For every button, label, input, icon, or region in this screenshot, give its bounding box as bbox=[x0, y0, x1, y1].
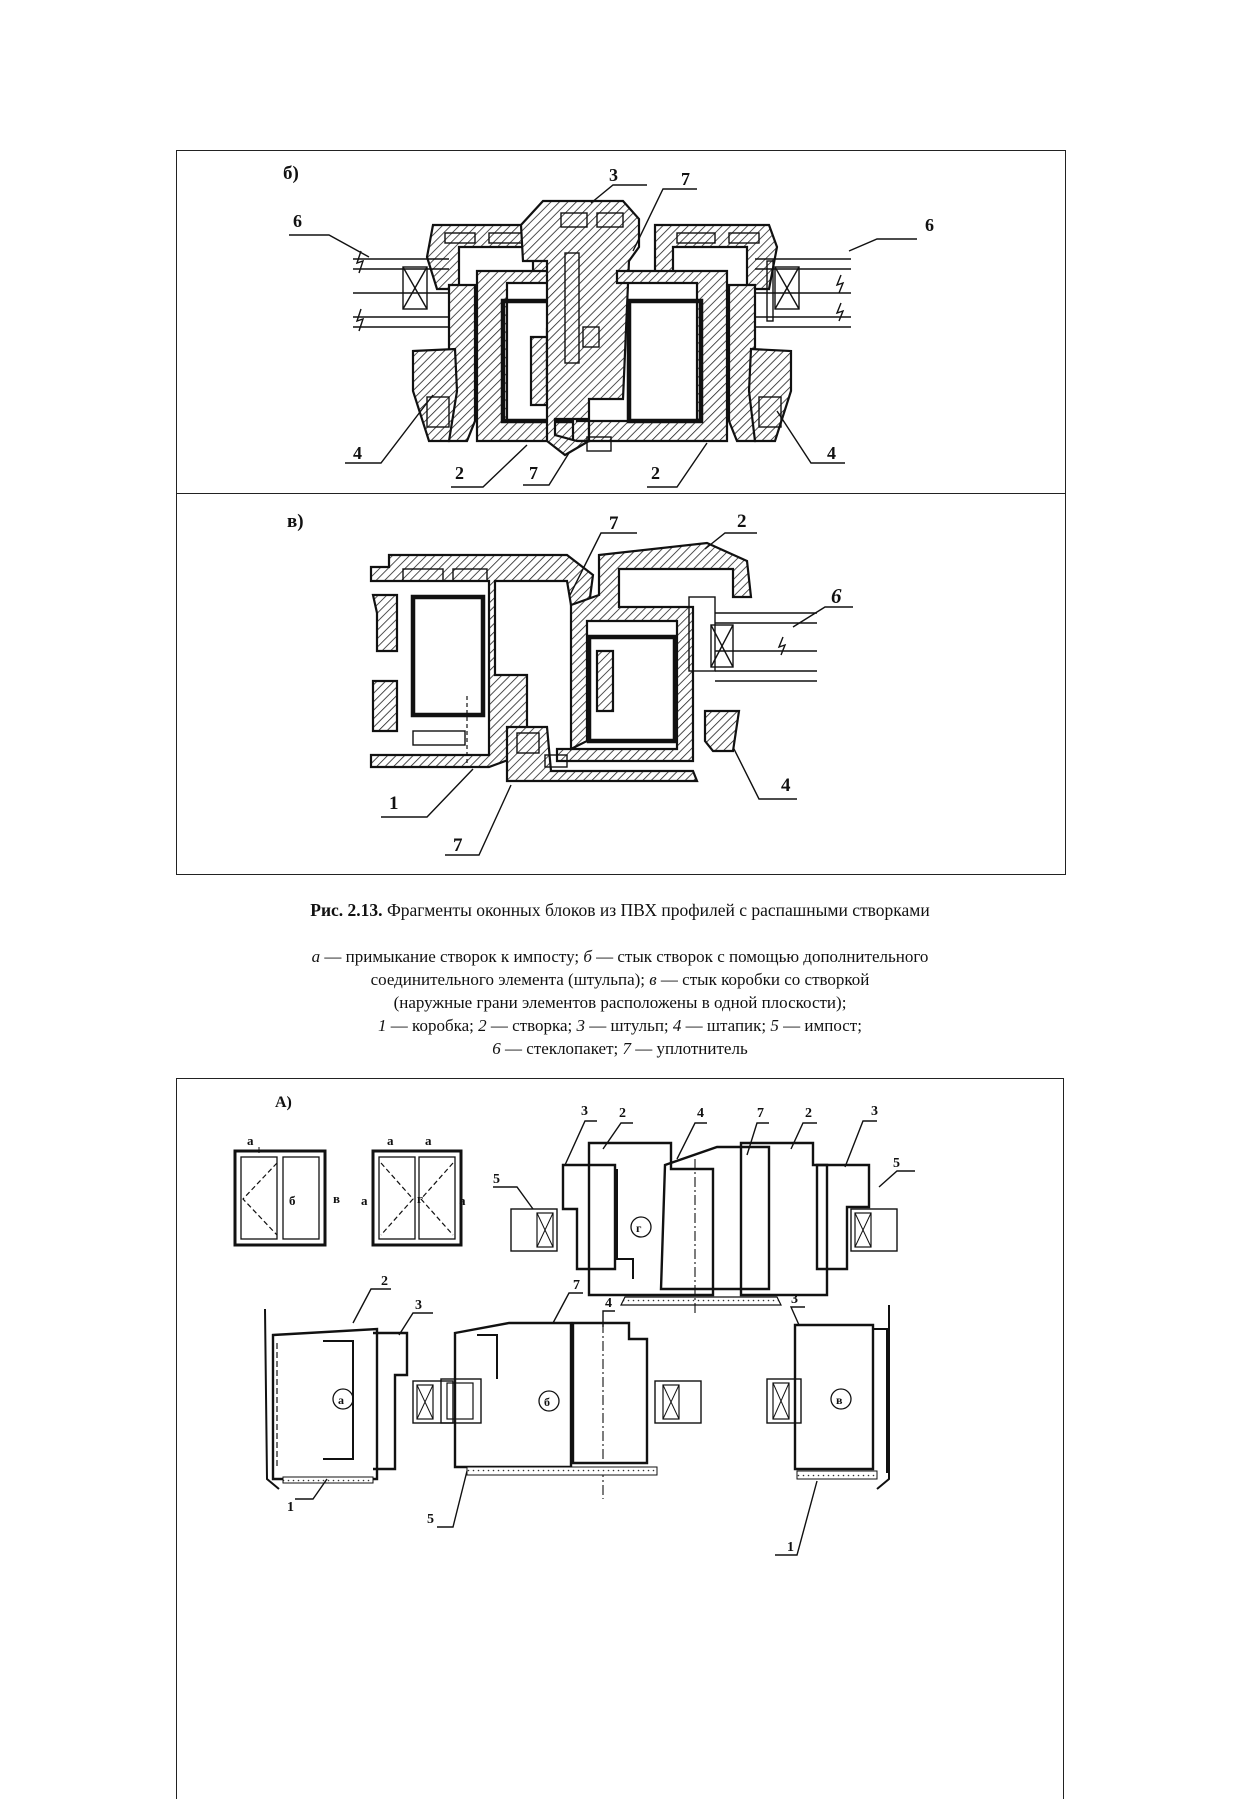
callout-b-4-left: 4 bbox=[353, 443, 362, 463]
section-label-g: г bbox=[636, 1221, 642, 1235]
panel-b-label: б) bbox=[283, 163, 299, 184]
callout-A-5-left: 5 bbox=[493, 1172, 500, 1187]
callout-A-5-lower: 5 bbox=[427, 1512, 434, 1527]
callout-A-2-lower: 2 bbox=[381, 1274, 388, 1289]
callout-A-3-lower-right: 3 bbox=[791, 1292, 798, 1307]
panel-b-right-sash bbox=[586, 223, 793, 452]
legend-line-2: соединительного элемента (штульпа); в — … bbox=[370, 970, 870, 989]
callout-b-6-left: 6 bbox=[293, 211, 302, 231]
figure-title-text: Фрагменты оконных блоков из ПВХ профилей… bbox=[382, 900, 930, 920]
callout-A-4-lower: 4 bbox=[605, 1296, 612, 1311]
window-scheme-two-pane: а б в bbox=[233, 1133, 340, 1247]
callout-v-7-top: 7 bbox=[609, 513, 619, 534]
callout-A-2-right: 2 bbox=[805, 1106, 812, 1121]
callout-A-3-right: 3 bbox=[871, 1104, 878, 1119]
callout-A-1-right: 1 bbox=[787, 1540, 794, 1555]
callout-A-3-left: 3 bbox=[581, 1104, 588, 1119]
callout-v-6: 6 bbox=[831, 584, 842, 608]
panel-v-callouts: 7 2 6 1 4 7 bbox=[381, 511, 853, 856]
callout-A-2-left: 2 bbox=[619, 1106, 626, 1121]
legend-line-5: 6 — стеклопакет; 7 — уплотнитель bbox=[492, 1039, 748, 1058]
figure-caption-legend: а — примыкание створок к импосту; б — ст… bbox=[150, 945, 1090, 1060]
callout-A-7-lower: 7 bbox=[573, 1278, 580, 1293]
callout-v-2: 2 bbox=[737, 511, 747, 532]
scheme-label-v: в bbox=[333, 1191, 340, 1206]
callout-v-4: 4 bbox=[781, 775, 791, 796]
figure-top-panel: б) bbox=[176, 150, 1066, 875]
callout-b-3: 3 bbox=[609, 165, 618, 185]
section-b: б bbox=[440, 1321, 702, 1499]
scheme-label-a3: а bbox=[425, 1133, 432, 1148]
figure-number: Рис. 2.13. bbox=[310, 900, 383, 920]
scheme-label-b: б bbox=[289, 1193, 296, 1208]
section-label-v: в bbox=[836, 1393, 843, 1407]
figure-caption-title: Рис. 2.13. Фрагменты оконных блоков из П… bbox=[150, 899, 1090, 922]
callout-A-4: 4 bbox=[697, 1106, 704, 1121]
panel-v-glazing bbox=[688, 596, 817, 682]
section-g-callouts: 3 2 4 7 2 3 5 5 bbox=[493, 1104, 915, 1210]
panel-b-glazing-right bbox=[755, 258, 851, 328]
drawing-impost-sections: А) а б в а а а г а bbox=[233, 1094, 915, 1556]
scheme-label-g: г bbox=[417, 1191, 423, 1206]
legend-line-4: 1 — коробка; 2 — створка; 3 — штульп; 4 … bbox=[378, 1016, 862, 1035]
panel-v-label: в) bbox=[287, 511, 304, 532]
callout-v-1: 1 bbox=[389, 793, 399, 814]
callout-A-3-lower-left: 3 bbox=[415, 1298, 422, 1313]
callout-A-5-right: 5 bbox=[893, 1156, 900, 1171]
scheme-label-a2: а bbox=[387, 1133, 394, 1148]
section-v: в bbox=[766, 1305, 890, 1490]
panel-A-label: А) bbox=[275, 1094, 292, 1111]
window-scheme-double-sash: а а а г а bbox=[361, 1133, 466, 1247]
scheme-label-a4: а bbox=[361, 1193, 368, 1208]
section-label-b: б bbox=[544, 1395, 550, 1409]
panel-divider bbox=[177, 493, 1065, 494]
callout-v-7-bottom: 7 bbox=[453, 835, 463, 856]
scheme-label-a1: а bbox=[247, 1133, 254, 1148]
section-label-a: а bbox=[338, 1393, 344, 1407]
callout-A-1-left: 1 bbox=[287, 1500, 294, 1515]
panel-b-shtulp bbox=[519, 199, 641, 457]
figure-bottom-panel: А) а б в а а а г а bbox=[176, 1078, 1064, 1799]
panel-b-callouts: 3 7 6 6 4 4 2 7 2 bbox=[289, 165, 934, 488]
panel-v-sash bbox=[505, 541, 753, 783]
legend-line-3: (наружные грани элементов расположены в … bbox=[393, 993, 847, 1012]
legend-line-1: а — примыкание створок к импосту; б — ст… bbox=[311, 947, 929, 966]
scheme-label-a5: а bbox=[459, 1193, 466, 1208]
callout-b-4-right: 4 bbox=[827, 443, 836, 463]
section-g: г bbox=[510, 1141, 898, 1315]
callout-b-2-right: 2 bbox=[651, 463, 660, 483]
section-a: а bbox=[264, 1308, 454, 1490]
callout-b-2-left: 2 bbox=[455, 463, 464, 483]
callout-A-7: 7 bbox=[757, 1106, 764, 1121]
callout-b-7-bottom: 7 bbox=[529, 463, 538, 483]
panel-b-glazing-left bbox=[353, 250, 449, 332]
drawing-window-sections: б) bbox=[283, 163, 934, 856]
callout-b-6-right: 6 bbox=[925, 215, 934, 235]
panel-v-frame bbox=[369, 553, 595, 769]
lower-row-callouts: 2 3 7 4 3 1 5 1 bbox=[287, 1274, 818, 1556]
callout-b-7-top: 7 bbox=[681, 169, 690, 189]
